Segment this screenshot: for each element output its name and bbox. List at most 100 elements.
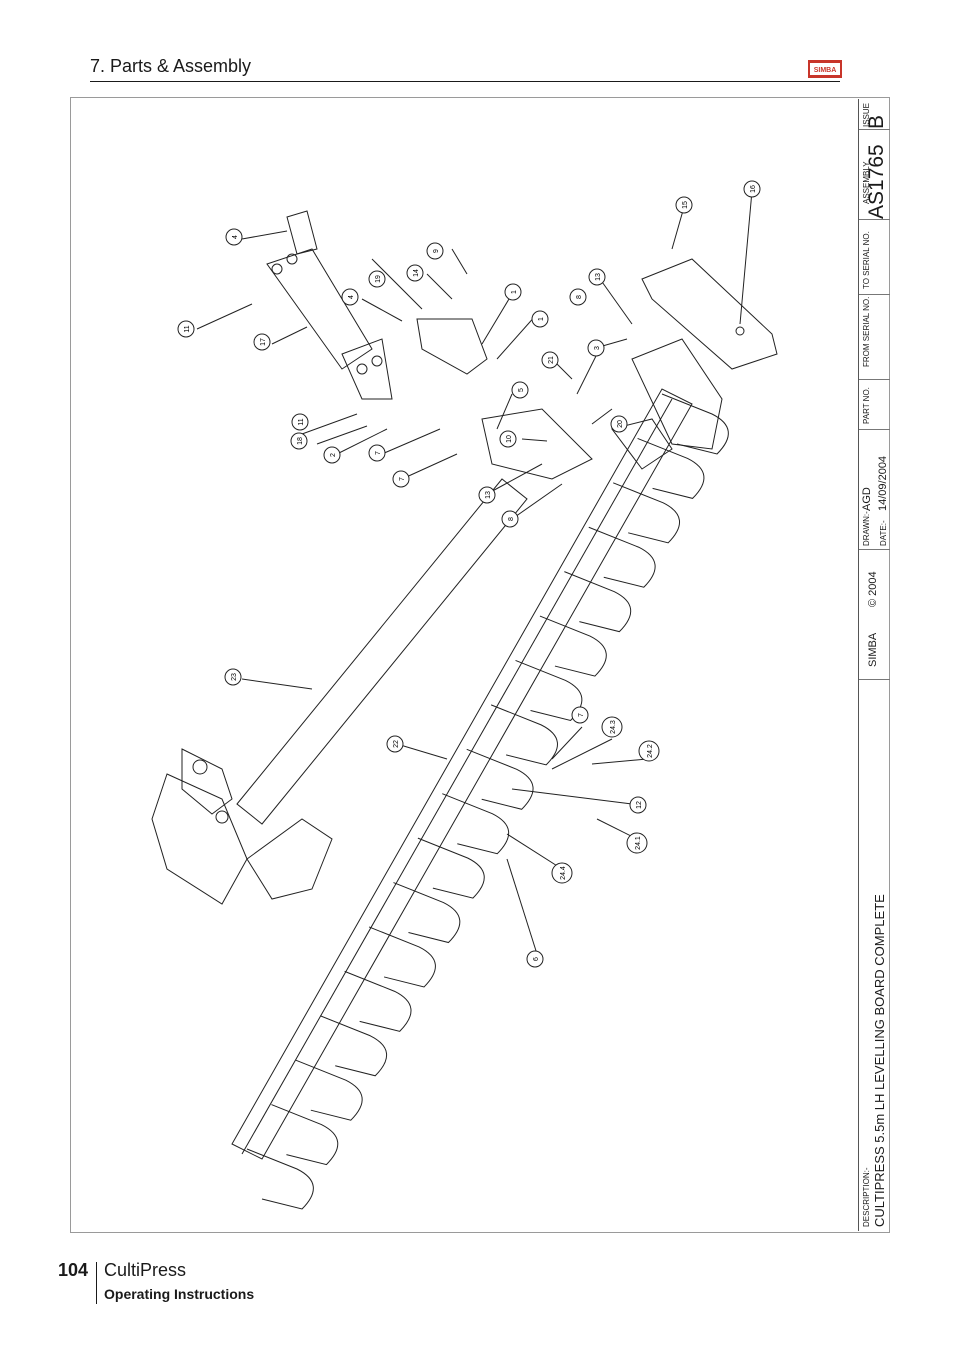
spring-tine xyxy=(588,526,656,588)
callout-number: 24.3 xyxy=(610,720,617,734)
spring-tine xyxy=(564,571,632,633)
footer-rule xyxy=(96,1262,97,1304)
spring-tine xyxy=(442,793,510,855)
spring-tine xyxy=(368,926,436,988)
issue-value: B xyxy=(865,114,888,129)
callout-circle xyxy=(224,668,242,686)
callout-circle xyxy=(675,196,693,214)
callout-circle xyxy=(426,242,444,260)
part-no-label: PART NO. xyxy=(862,387,871,424)
callout-number: 13 xyxy=(595,273,602,281)
brand-name: SIMBA xyxy=(867,632,879,667)
exploded-assembly-drawing: 1615138491419114111732152011182710713823… xyxy=(151,180,778,1210)
part-callout: 18 xyxy=(290,432,308,450)
callout-number: 13 xyxy=(485,491,492,499)
callout-number: 16 xyxy=(750,185,757,193)
callout-number: 2 xyxy=(330,453,337,457)
part-callout: 14 xyxy=(406,264,424,282)
spring-tine xyxy=(246,1148,314,1210)
spring-tine xyxy=(490,704,558,766)
spring-tine xyxy=(295,1059,363,1121)
callout-number: 5 xyxy=(518,388,525,392)
part-callout: 19 xyxy=(368,270,386,288)
callout-circle xyxy=(626,832,648,854)
simba-logo: SIMBA xyxy=(808,60,842,78)
part-callout: 11 xyxy=(291,413,309,431)
callout-circle xyxy=(601,716,623,738)
callout-number: 11 xyxy=(298,418,305,425)
drawing-frame xyxy=(70,97,890,1233)
callout-circle xyxy=(290,432,308,450)
spring-tine xyxy=(320,1015,387,1077)
header-rule xyxy=(90,81,840,82)
callout-circle xyxy=(511,381,529,399)
section-title: 7. Parts & Assembly xyxy=(90,56,252,76)
part-callout: 24.1 xyxy=(626,832,648,854)
document-subtitle: Operating Instructions xyxy=(104,1286,255,1302)
callout-circle xyxy=(177,320,195,338)
part-callout: 6 xyxy=(526,950,544,968)
part-callout: 15 xyxy=(675,196,693,214)
callout-circle xyxy=(386,735,404,753)
spring-tine xyxy=(661,393,729,455)
callout-number: 24.4 xyxy=(560,866,567,880)
callout-circle xyxy=(541,351,559,369)
callout-number: 7 xyxy=(399,477,406,481)
part-callout: 7 xyxy=(392,470,410,488)
part-callout: 4 xyxy=(341,288,359,306)
callout-circle xyxy=(504,283,522,301)
spring-tine xyxy=(612,482,680,544)
from-serial-label: FROM SERIAL NO. xyxy=(862,296,871,367)
callout-circle xyxy=(551,862,573,884)
part-callout: 10 xyxy=(499,430,517,448)
date-label: DATE:- xyxy=(879,520,888,546)
callout-circle xyxy=(392,470,410,488)
callout-number: 7 xyxy=(375,451,382,455)
title-block: ISSUE B ASSEMBLY AS1765 TO SERIAL NO. FR… xyxy=(858,99,890,1231)
callout-circle xyxy=(743,180,761,198)
callout-circle xyxy=(571,706,589,724)
description-value: CULTIPRESS 5.5m LH LEVELLING BOARD COMPL… xyxy=(872,894,887,1227)
part-callout: 1 xyxy=(531,310,549,328)
callout-circle xyxy=(368,270,386,288)
callout-number: 7 xyxy=(578,713,585,717)
part-callout: 7 xyxy=(368,444,386,462)
part-callout: 3 xyxy=(587,339,605,357)
callout-circle xyxy=(253,333,271,351)
callout-number: 6 xyxy=(533,957,540,961)
drawn-label: DRAWN:- xyxy=(862,511,871,546)
callout-circle xyxy=(499,430,517,448)
callout-circle xyxy=(406,264,424,282)
spring-tine xyxy=(271,1104,339,1166)
date-value: 14/09/2004 xyxy=(877,455,889,511)
callout-number: 8 xyxy=(508,517,515,521)
part-callout: 22 xyxy=(386,735,404,753)
callout-number: 22 xyxy=(393,740,400,748)
callout-number: 12 xyxy=(636,801,643,809)
part-callout: 7 xyxy=(571,706,589,724)
part-callout: 17 xyxy=(253,333,271,351)
part-callout: 4 xyxy=(225,228,243,246)
callout-number: 1 xyxy=(538,317,545,321)
callout-number: 20 xyxy=(617,420,624,428)
part-callout: 12 xyxy=(629,796,647,814)
callout-number: 19 xyxy=(375,275,382,283)
callout-number: 3 xyxy=(594,346,601,350)
copyright: © 2004 xyxy=(867,571,879,607)
spring-tine xyxy=(515,660,583,722)
spring-tine xyxy=(393,882,461,944)
to-serial-label: TO SERIAL NO. xyxy=(862,231,871,289)
part-callout: 16 xyxy=(743,180,761,198)
spring-tine xyxy=(539,615,607,677)
callout-number: 15 xyxy=(682,201,689,209)
callout-number: 21 xyxy=(548,356,555,364)
spring-tine xyxy=(637,437,705,499)
page-number: 104 xyxy=(58,1260,89,1280)
callout-circle xyxy=(569,288,587,306)
callout-circle xyxy=(501,510,519,528)
part-callout: 8 xyxy=(501,510,519,528)
description-label: DESCRIPTION:- xyxy=(862,1167,871,1227)
part-callout: 1 xyxy=(504,283,522,301)
callout-number: 4 xyxy=(232,235,239,239)
callout-number: 18 xyxy=(297,437,304,445)
